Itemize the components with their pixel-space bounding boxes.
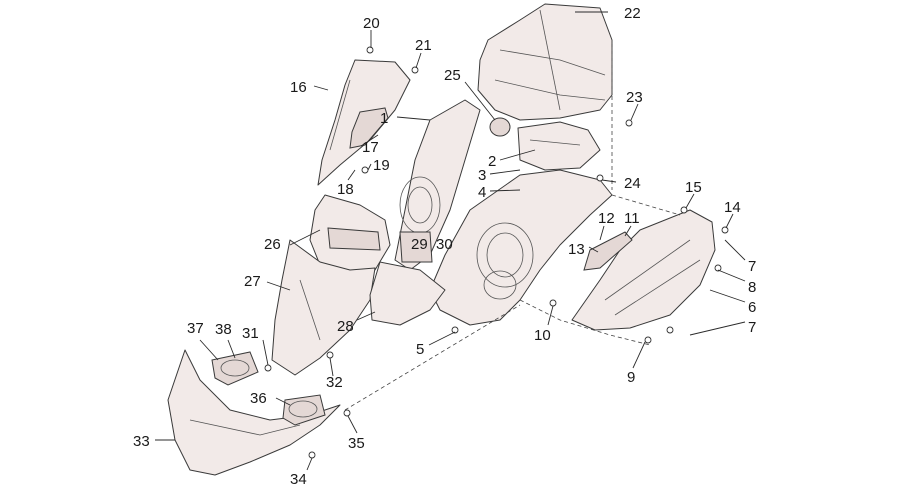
part-inner-bracket: [517, 121, 601, 171]
callout-30: 30: [436, 236, 453, 253]
callout-6: 6: [748, 299, 756, 316]
callout-33: 33: [133, 433, 150, 450]
callout-29: 29: [411, 236, 428, 253]
callout-16: 16: [290, 79, 307, 96]
callout-13: 13: [568, 241, 585, 258]
part-headlight-frame: [309, 194, 391, 276]
callout-9: 9: [627, 369, 635, 386]
callout-11: 11: [624, 210, 640, 227]
part-left-grille: [349, 107, 389, 149]
callout-7: 7: [748, 258, 756, 275]
callout-14: 14: [724, 199, 741, 216]
callout-1: 1: [380, 110, 388, 127]
callout-3: 3: [478, 167, 486, 184]
part-front-nose: [271, 239, 376, 376]
callout-32: 32: [326, 374, 343, 391]
callout-36: 36: [250, 390, 267, 407]
callout-18: 18: [337, 181, 354, 198]
callout-labels: 20 21 22 16 25 23 1 17 2 19 3 24 18 4 15…: [133, 5, 756, 488]
alignment-line: [344, 304, 521, 411]
part-duct-upper: [211, 351, 259, 386]
part-lower-center: [369, 261, 446, 326]
callout-10: 10: [534, 327, 551, 344]
callout-19: 19: [373, 157, 390, 174]
callout-25: 25: [444, 67, 461, 84]
callout-34: 34: [290, 471, 307, 488]
callout-26: 26: [264, 236, 281, 253]
callout-2: 2: [488, 153, 496, 170]
part-windscreen: [477, 3, 613, 121]
callout-31: 31: [242, 325, 259, 342]
fasteners: [264, 46, 729, 459]
callout-38: 38: [215, 321, 232, 338]
callout-21: 21: [415, 37, 432, 54]
callout-8: 8: [748, 279, 756, 296]
callout-7b: 7: [748, 319, 756, 336]
part-right-side-panel: [571, 209, 716, 331]
callout-24: 24: [624, 175, 641, 192]
alignment-line: [611, 194, 681, 216]
callout-4: 4: [478, 184, 486, 201]
part-spacer: [399, 231, 433, 263]
callout-28: 28: [337, 318, 354, 335]
callout-5: 5: [416, 341, 424, 358]
callout-22: 22: [624, 5, 641, 22]
callout-23: 23: [626, 89, 643, 106]
part-right-grille: [583, 231, 633, 271]
callout-37: 37: [187, 320, 204, 337]
part-duct-lower: [282, 394, 326, 426]
callout-20: 20: [363, 15, 380, 32]
part-lower-spoiler: [167, 349, 341, 476]
callout-15: 15: [685, 179, 702, 196]
callout-12: 12: [598, 210, 615, 227]
callout-27: 27: [244, 273, 261, 290]
alignment-line: [519, 299, 651, 346]
callout-35: 35: [348, 435, 365, 452]
part-cap: [489, 117, 511, 137]
callout-17: 17: [362, 139, 379, 156]
leader-lines: [155, 11, 746, 471]
